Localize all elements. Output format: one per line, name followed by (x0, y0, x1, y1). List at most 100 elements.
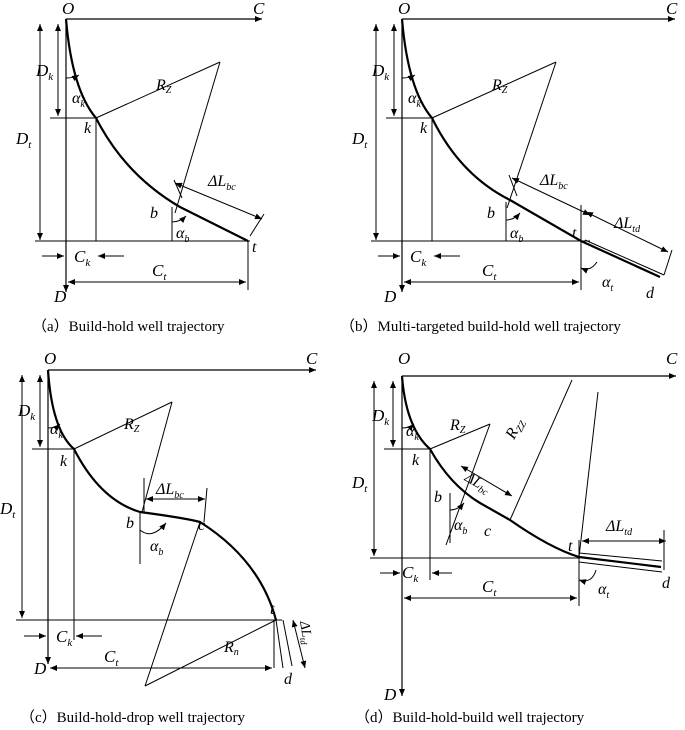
radius-line-b (174, 61, 221, 214)
delta-ltd-label: ΔLtd (613, 215, 641, 235)
point-d-label: d (662, 575, 671, 592)
ct-label: Ct (482, 261, 497, 283)
dt-label: Dt (351, 473, 368, 495)
drop-section-a (275, 619, 284, 669)
radius-line (431, 61, 557, 119)
d-axis-label: D (383, 287, 397, 306)
rz-label: RZ (449, 417, 466, 436)
delta-lbc-label: ΔLbc (207, 173, 236, 193)
radius-zz-line-b (578, 391, 599, 558)
target-section-parallel-b (578, 561, 663, 573)
alpha-t-label: αt (598, 581, 609, 601)
point-b-label: b (126, 515, 134, 532)
alpha-k-arc (401, 74, 416, 82)
alpha-k-label: αk (72, 90, 85, 110)
d-axis-label: D (33, 659, 47, 678)
delta-lbc-label: ΔLbc (460, 469, 493, 499)
caption-b: （b）Multi-targeted build-hold well trajec… (340, 318, 621, 335)
point-k-label: k (84, 120, 92, 137)
ck-label: Ck (56, 627, 73, 649)
alpha-b-label: αb (176, 225, 189, 245)
ct-label: Ct (152, 261, 167, 283)
panel-c: O C D Dt Dk RZ Rn αk k b αb c t d ΔL (0, 349, 318, 726)
c-axis-label: C (253, 0, 265, 18)
caption-d: （d）Build-hold-build well trajectory (355, 709, 585, 726)
delta-lbc-tick-a (508, 174, 518, 197)
panel-b: O C D Dt Dk RZ αk k b αb t d ΔLbc ΔLtd α (340, 0, 678, 335)
alpha-b-arc (139, 522, 167, 535)
alpha-b-arc (505, 212, 521, 221)
rz-label: RZ (491, 77, 508, 96)
origin-label: O (398, 349, 410, 368)
point-k-label: k (412, 452, 420, 469)
origin-label: O (44, 349, 56, 368)
alpha-b-label: αb (454, 517, 467, 537)
dk-label: Dk (17, 401, 36, 423)
delta-lbc-tick-a (173, 179, 183, 199)
d-axis-label: D (383, 685, 397, 704)
dk-label: Dk (35, 61, 54, 83)
alpha-k-arc (47, 423, 61, 432)
c-axis-label: C (306, 349, 318, 368)
alpha-t-label: αt (602, 274, 613, 294)
alpha-t-arc (580, 261, 598, 274)
panel-d: O C D Dt Dk RZ RZZ αk k b αb c t d ΔLbc (351, 349, 678, 726)
point-t-label: t (252, 239, 257, 256)
point-t-label: t (572, 225, 577, 242)
dt-label: Dt (15, 129, 32, 151)
well-trajectory (400, 375, 662, 569)
delta-lbc-dimension (174, 182, 263, 220)
dk-label: Dk (371, 61, 390, 83)
delta-lbc-label: ΔLbc (155, 481, 184, 501)
delta-ltd-label: ΔLtd (605, 518, 633, 538)
point-b-label: b (434, 489, 442, 506)
point-k-label: k (420, 120, 428, 137)
origin-label: O (62, 0, 74, 18)
alpha-k-label: αk (408, 90, 421, 110)
c-axis-label: C (666, 0, 678, 18)
caption-c: （c）Build-hold-drop well trajectory (20, 709, 245, 726)
ck-label: Ck (74, 247, 91, 269)
dt-label: Dt (0, 499, 16, 521)
alpha-b-arc (449, 502, 465, 511)
origin-label: O (398, 0, 410, 18)
point-t-label: t (568, 538, 573, 555)
rzz-label: RZZ (502, 415, 529, 444)
alpha-k-arc (65, 74, 80, 82)
delta-lbc-tick-b (203, 487, 208, 523)
alpha-k-label: αk (50, 421, 63, 441)
c-axis-label: C (666, 349, 678, 368)
radius-z-line (73, 401, 173, 450)
delta-lbc-label: ΔLbc (539, 172, 568, 192)
dt-label: Dt (351, 129, 368, 151)
point-b-label: b (150, 205, 158, 222)
alpha-t-arc (578, 569, 597, 585)
dk-label: Dk (371, 406, 390, 428)
radius-z-line-b (141, 401, 173, 513)
well-trajectory (400, 18, 661, 279)
alpha-b-label: αb (150, 538, 163, 558)
radius-z-line (429, 423, 491, 450)
radius-n-line (144, 521, 201, 687)
rn-label: Rn (223, 639, 239, 658)
alpha-k-arc (401, 423, 415, 432)
alpha-b-arc (171, 215, 187, 224)
delta-lbc-dimension (511, 177, 591, 216)
rz-label: RZ (155, 77, 172, 96)
point-c-label: c (198, 517, 205, 534)
drop-section-b (282, 619, 293, 667)
radius-n-line-b (144, 619, 277, 687)
rz-label: RZ (123, 416, 140, 435)
radius-zz-line (509, 379, 573, 521)
ck-label: Ck (410, 247, 427, 269)
ct-label: Ct (104, 647, 119, 669)
radius-line (95, 61, 221, 119)
delta-ltd-dimension (291, 619, 307, 669)
alpha-k-label: αk (406, 423, 419, 443)
ck-label: Ck (402, 563, 419, 585)
alpha-b-label: αb (510, 225, 523, 245)
point-k-label: k (60, 453, 68, 470)
panel-a: O C D Dt Dk RZ αk k b αb t ΔLbc (15, 0, 265, 335)
ct-label: Ct (482, 577, 497, 599)
